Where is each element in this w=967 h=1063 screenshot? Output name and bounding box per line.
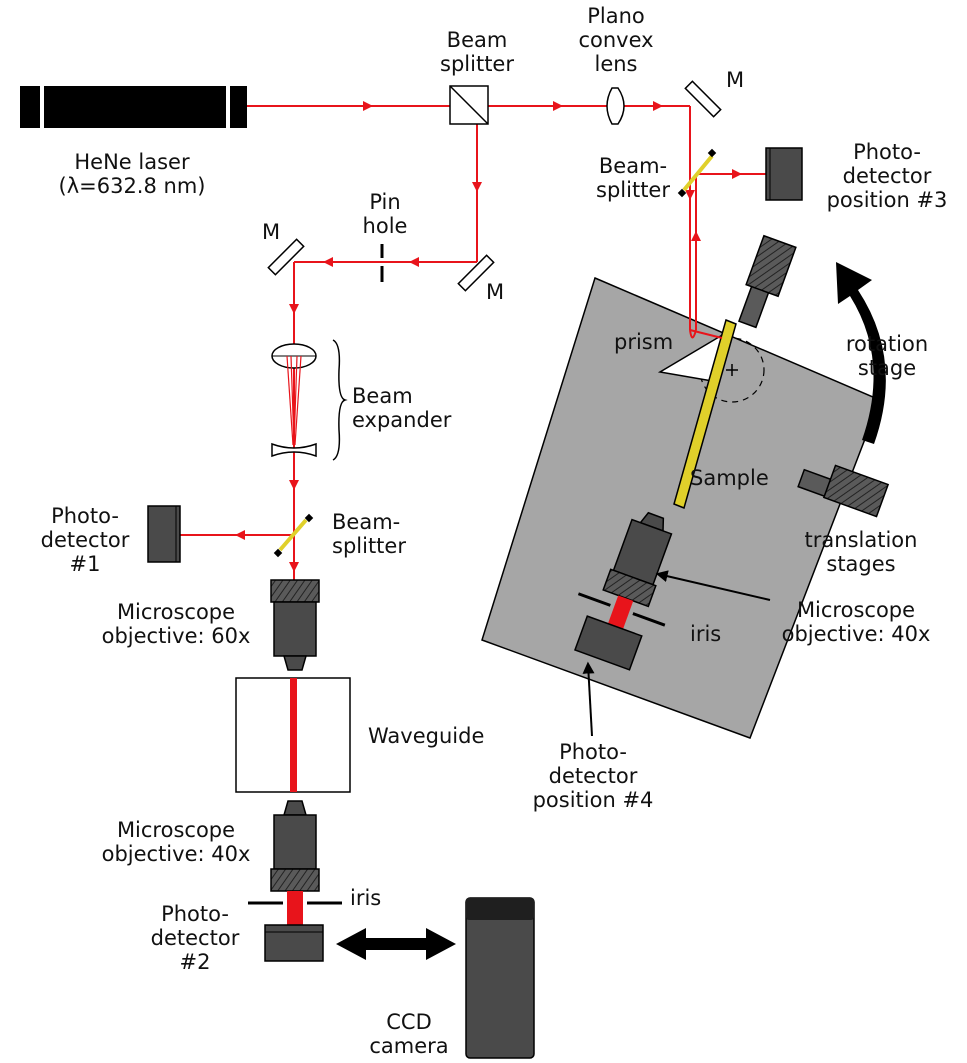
microscope-objective-40x-left (270, 800, 320, 892)
beam-expander (271, 339, 348, 461)
translation-stages-label: translation stages (804, 528, 918, 576)
beam-splitter-cube (449, 85, 489, 125)
photodetector-3-label: Photo- detector position #3 (826, 140, 948, 212)
photodetector-1-label: Photo- detector #1 (40, 504, 130, 576)
iris-left (248, 891, 342, 925)
plano-convex-lens-label: Plano convex lens (578, 4, 654, 76)
plano-convex-lens (606, 87, 625, 125)
microscope-objective-60x (270, 579, 320, 671)
ccd-camera (465, 897, 535, 1059)
hene-laser (20, 86, 247, 128)
beam-splitter-right-label: Beam- splitter (596, 154, 670, 202)
photodetector-2 (264, 924, 324, 962)
mirror-middle (457, 254, 495, 292)
iris-right-label: iris (690, 622, 722, 646)
photodetector-4-label: Photo- detector position #4 (532, 740, 654, 812)
sample-label: Sample (690, 466, 769, 490)
waveguide (235, 677, 351, 793)
double-arrow (336, 928, 456, 960)
rotation-arrow (836, 262, 886, 444)
waveguide-label: Waveguide (368, 724, 485, 748)
objective-40x-right-label: Microscope objective: 40x (781, 598, 931, 646)
rotation-stage-label: rotation stage (845, 332, 929, 380)
objective-60x-label: Microscope objective: 60x (101, 600, 251, 648)
rotation-stage-plate (481, 276, 881, 739)
mirror-middle-label: M (486, 280, 505, 304)
microscope-objective-40x-right (574, 511, 673, 671)
ccd-camera-label: CCD camera (369, 1010, 449, 1058)
photodetector-3 (765, 147, 803, 201)
prism-label: prism (614, 330, 674, 354)
mirror-top-right (684, 80, 722, 118)
laser-label: HeNe laser (λ=632.8 nm) (58, 150, 206, 198)
iris-left-label: iris (350, 886, 382, 910)
pinhole-label: Pin hole (362, 190, 408, 238)
mirror-left (267, 238, 305, 276)
beam-splitter-top-label: Beam splitter (440, 28, 514, 76)
sample-holder (657, 234, 890, 518)
objective-40x-left-label: Microscope objective: 40x (101, 818, 251, 866)
beam-splitter-plate-left (273, 513, 314, 558)
beam-expander-label: Beam expander (352, 384, 452, 432)
pointer-arrows (582, 570, 771, 737)
laser-beam-paths (180, 101, 766, 580)
photodetector-2-label: Photo- detector #2 (150, 902, 240, 974)
photodetector-1 (147, 505, 181, 563)
mirror-top-right-label: M (726, 68, 745, 92)
beam-splitter-left-label: Beam- splitter (332, 510, 406, 558)
mirror-left-label: M (262, 220, 281, 244)
